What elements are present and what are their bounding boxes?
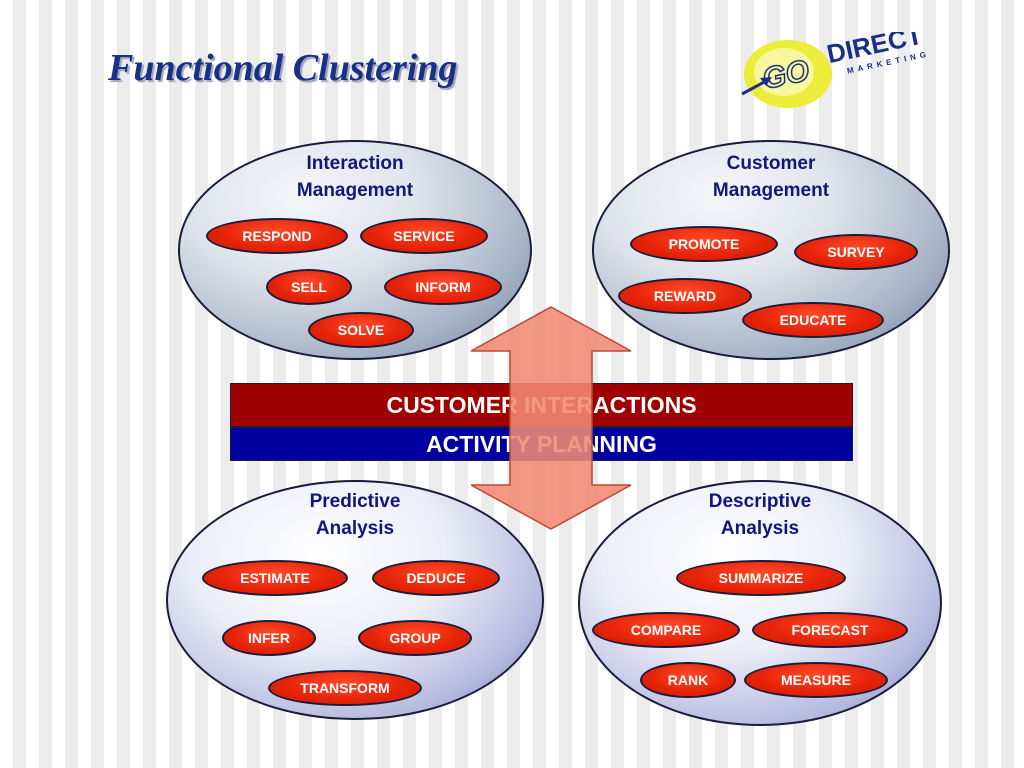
pill-summarize[interactable]: SUMMARIZE	[676, 560, 846, 596]
pill-service[interactable]: SERVICE	[360, 218, 488, 254]
pill-group[interactable]: GROUP	[358, 620, 472, 656]
pill-estimate[interactable]: ESTIMATE	[202, 560, 348, 596]
cluster-descriptive-analysis: Descriptive Analysis SUMMARIZE COMPARE F…	[578, 480, 942, 726]
cluster-title: Predictive Analysis	[309, 491, 401, 539]
cluster-title: Customer Management	[712, 153, 830, 201]
page-title: Functional Clustering	[108, 47, 458, 89]
pill-inform[interactable]: INFORM	[384, 269, 502, 305]
cluster-predictive-analysis: Predictive Analysis ESTIMATE DEDUCE INFE…	[166, 480, 544, 720]
pill-forecast[interactable]: FORECAST	[752, 612, 908, 648]
pill-measure[interactable]: MEASURE	[744, 662, 888, 698]
pill-solve[interactable]: SOLVE	[308, 312, 414, 348]
cluster-interaction-management: Interaction Management RESPOND SERVICE S…	[178, 140, 532, 360]
pill-compare[interactable]: COMPARE	[592, 612, 740, 648]
cluster-title: Descriptive Analysis	[708, 491, 812, 539]
pill-survey[interactable]: SURVEY	[794, 234, 918, 270]
pill-sell[interactable]: SELL	[266, 269, 352, 305]
pill-respond[interactable]: RESPOND	[206, 218, 348, 254]
pill-educate[interactable]: EDUCATE	[742, 302, 884, 338]
pill-reward[interactable]: REWARD	[618, 278, 752, 314]
pill-rank[interactable]: RANK	[640, 662, 736, 698]
pill-deduce[interactable]: DEDUCE	[372, 560, 500, 596]
double-arrow-icon	[470, 306, 632, 530]
pill-promote[interactable]: PROMOTE	[630, 226, 778, 262]
cluster-customer-management: Customer Management PROMOTE SURVEY REWAR…	[592, 140, 950, 360]
go-direct-logo: GO DIRECT MARKETING	[741, 32, 931, 108]
cluster-title: Interaction Management	[296, 153, 414, 201]
pill-infer[interactable]: INFER	[222, 620, 316, 656]
pill-transform[interactable]: TRANSFORM	[268, 670, 422, 706]
